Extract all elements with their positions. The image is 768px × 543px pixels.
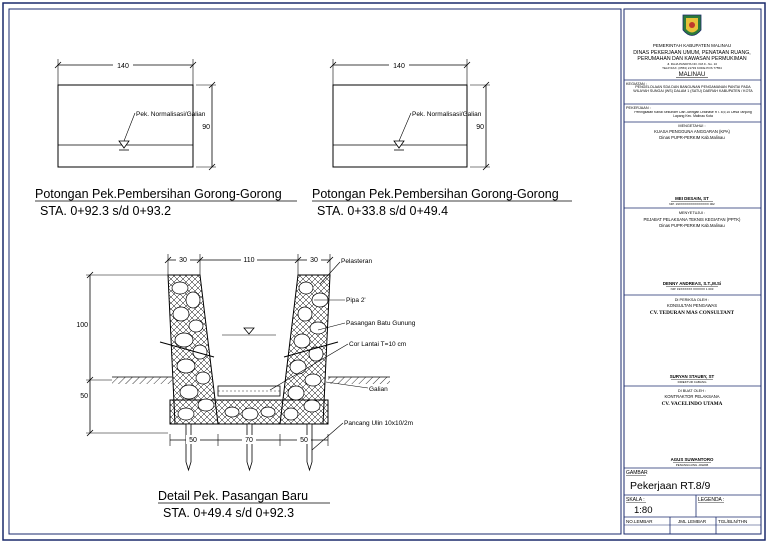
detail-label-excavation: Galian [369,386,388,393]
detail-dim-bottom-mid: 70 [245,437,253,444]
kpa-nip: NIP. 19XXXXXXXXXXXXXXX 002 [669,202,715,206]
menyetujui-label: MENYETUJUI : [679,211,705,215]
detail-dim-top-left: 30 [179,257,187,264]
pptk-role: PEJABAT PELAKSANA TEKNIS KEGIATAN (PPTK) [644,217,741,222]
kpa-org: Dinas PUPR-PERKIM Kab.Malinau [659,135,725,140]
title-block: PEMERINTAH KABUPATEN MALINAU DINAS PEKER… [623,8,762,535]
detail-station: STA. 0+49.4 s/d 0+92.3 [163,506,294,520]
no-lembar-label: NO.LEMBAR [626,519,653,524]
section-a: 140 90 Pek. Normalisasi/Galian Potongan … [35,59,297,218]
detail-dim-top-mid: 110 [243,257,254,264]
pekerjaan-text: Peningkatan Kanal Sekunder Dan Jaringan … [634,111,752,118]
section-a-station: STA. 0+92.3 s/d 0+93.2 [40,204,171,218]
gov-line1: PEMERINTAH KABUPATEN MALINAU [653,43,731,48]
pptk-name: DENNY ANDREAS, S.T.,M.Si [663,281,721,286]
section-a-label: Pek. Normalisasi/Galian [136,111,206,118]
gov-city: MALINAU [679,72,706,78]
section-b-dim-width: 140 [393,63,405,70]
detail-dim-top-right: 30 [310,257,318,264]
section-a-dim-width: 140 [117,63,129,70]
mengetahui-label: MENGETAHUI : [678,124,705,128]
gov-addr1: Jl. RAJA PANDITA NO. KM.9 - No. 10 [667,62,717,66]
inner-frame [8,8,622,535]
kontraktor-role: KONTRAKTOR PELAKSANA [664,394,719,399]
kpa-name: MEI DESAIN, ST [675,196,709,201]
detail-dim-left-upper: 100 [76,322,88,329]
kontraktor-title: PENANGGUNG JAWAB [676,463,709,467]
pptk-nip: NIP. 19XXXXXX XXXXXX 1 003 [671,287,714,291]
gambar-label: GAMBAR [626,470,648,476]
gov-line2: DINAS PEKERJAAN UMUM, PENATAAN RUANG, [633,50,750,56]
jml-lembar-label: JML LEMBAR [678,519,707,524]
periksa-label: DI PERIKSA OLEH : [675,298,710,302]
kegiatan-label: KEGIATAN : [626,82,647,86]
konsultan-name: CV. TEDURAN MAS CONSULTANT [650,310,735,316]
section-b-dim-height: 90 [476,124,484,131]
gov-addr2: TELP./FAX. (0553) 21793 KODE POS 77554 [662,66,722,70]
konsultan-title: DIREKTUR CABANG [678,380,708,384]
section-a-title: Potongan Pek.Pembersihan Gorong-Gorong [35,187,282,201]
detail-label-floor: Cor Lantai T=10 cm [349,341,406,348]
konsultan-person: SURYAN STAUBY, ST [670,374,715,379]
section-b: 140 90 Pek. Normalisasi/Galian Potongan … [312,59,572,218]
section-b-station: STA. 0+33.8 s/d 0+49.4 [317,204,448,218]
pptk-org: Dinas PUPR-PERKIM Kab.Malinau [659,223,725,228]
konsultan-role: KONSULTAN PENGAWAS [667,303,717,308]
section-a-dim-height: 90 [202,124,210,131]
detail-dim-bottom-right: 50 [300,437,308,444]
kpa-role: KUASA PENGGUNA ANGGARAN (KPA) [654,129,730,134]
skala-value: 1:80 [634,505,653,516]
detail-label-stake: Pancang Ulin 10x10/2m [344,420,413,427]
kontraktor-person: AGUS SUWANTORO [671,457,714,462]
pekerjaan-label: PEKERJAAN : [626,106,651,110]
buat-label: DI BUAT OLEH : [678,389,706,393]
skala-label: SKALA : [626,497,645,503]
tgl-label: TGL/BLN/THN [718,519,747,524]
section-b-label: Pek. Normalisasi/Galian [412,111,482,118]
kontraktor-name: CV. VACELINDO UTAMA [662,401,723,407]
gambar-value: Pekerjaan RT.8/9 [630,480,711,492]
detail-title: Detail Pek. Pasangan Baru [158,489,308,503]
section-b-title: Potongan Pek.Pembersihan Gorong-Gorong [312,187,559,201]
detail-label-plaster: Pelasteran [341,258,372,265]
legenda-label: LEGENDA : [698,497,724,503]
detail-label-masonry: Pasangan Batu Gunung [346,320,416,327]
detail-section: 30 110 30 100 50 [76,254,416,520]
kegiatan-text: PENGELOLAAN SDA DAN BANGUNAN PENGAMANAN … [633,85,753,94]
regency-logo-icon [682,14,702,36]
detail-dim-bottom-left: 50 [189,437,197,444]
detail-label-pipe: Pipa 2' [346,297,366,304]
detail-dim-left-lower: 50 [80,393,88,400]
gov-line3: PERUMAHAN DAN KAWASAN PERMUKIMAN [637,56,746,62]
